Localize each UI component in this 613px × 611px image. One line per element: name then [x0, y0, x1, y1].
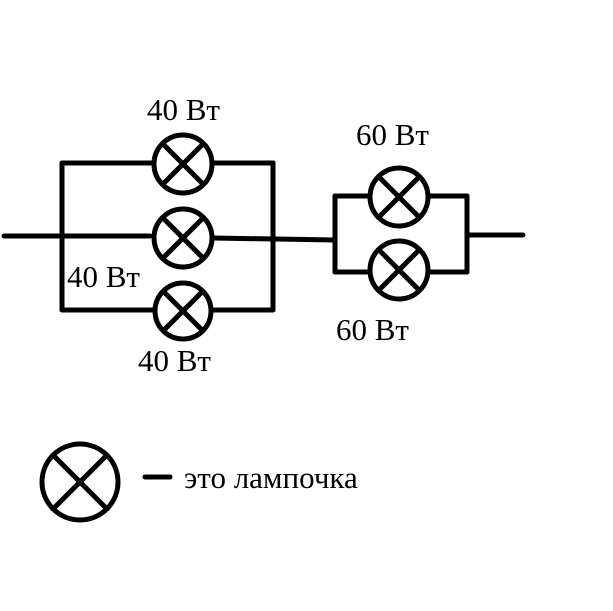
lamp-icon: [151, 206, 215, 270]
label-lamp-bottom-left: 40 Вт: [138, 343, 211, 378]
legend: это лампочка: [39, 441, 358, 523]
wires-right-group: [332, 193, 526, 275]
legend-text: это лампочка: [184, 460, 358, 495]
label-lamp-middle-left: 40 Вт: [67, 259, 140, 294]
label-lamp-top-right: 60 Вт: [356, 117, 429, 152]
lamp-icon: [367, 238, 431, 302]
wires-left-group: [1, 160, 338, 313]
lamp-icon: [39, 441, 121, 523]
wire-middle-out: [210, 235, 338, 243]
lamp-icon: [367, 165, 431, 229]
lamp-icon: [151, 132, 215, 196]
label-lamp-top-left: 40 Вт: [147, 92, 220, 127]
label-lamp-bottom-right: 60 Вт: [336, 312, 409, 347]
lamp-icon: [152, 280, 214, 342]
